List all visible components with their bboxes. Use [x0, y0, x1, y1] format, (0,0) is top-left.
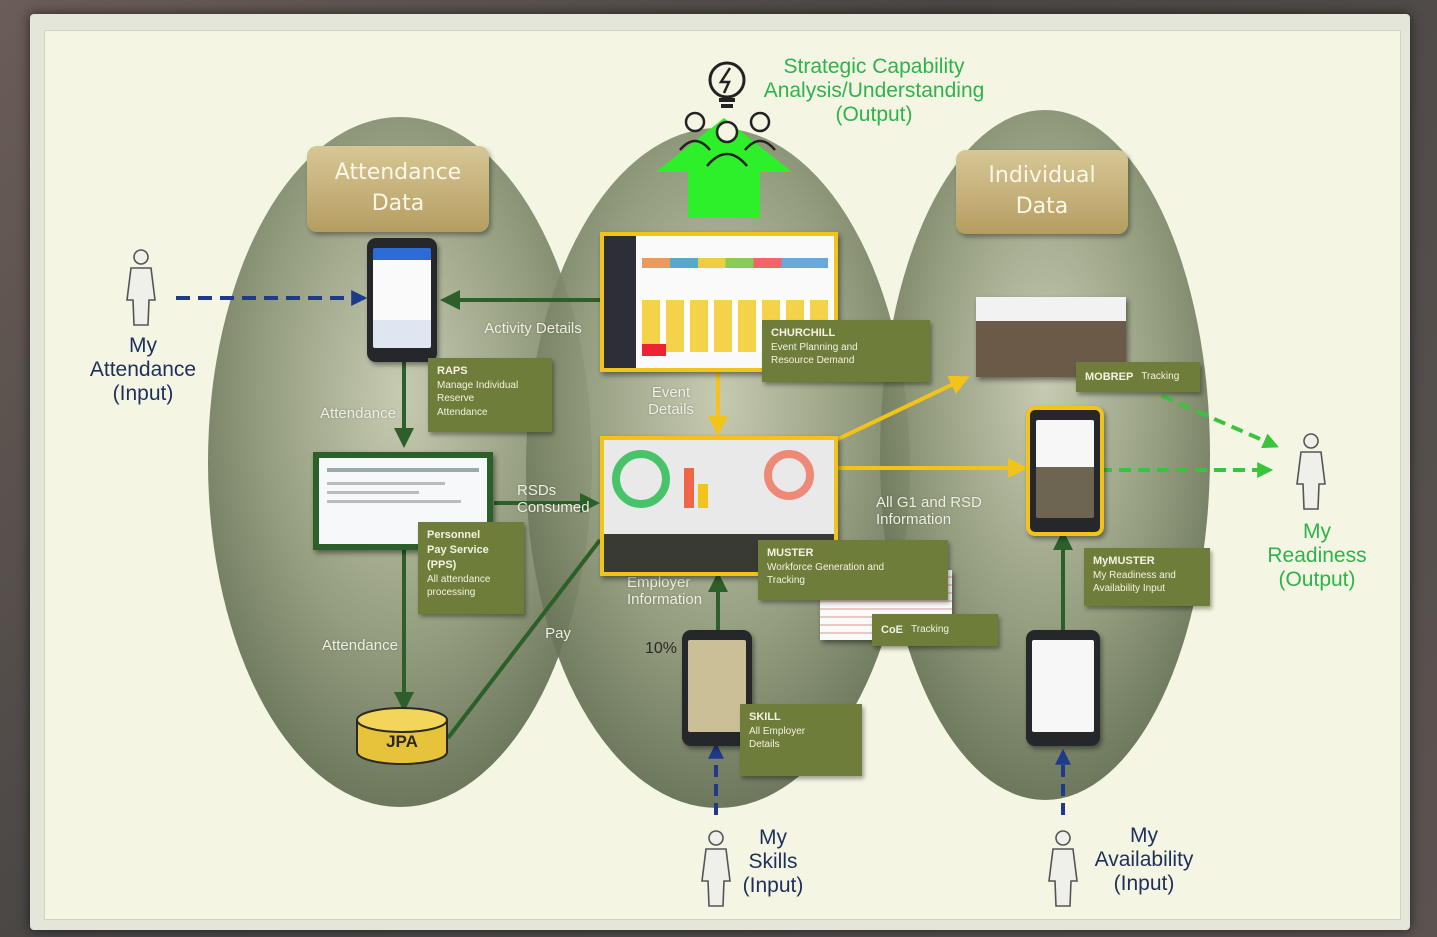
skill-line: Details [749, 739, 780, 751]
muster-to-mobrep-arrow [835, 375, 970, 442]
muster-screenshot [600, 436, 838, 576]
raps-title: RAPS [437, 365, 468, 377]
individual-data-label: Individual Data [988, 163, 1096, 219]
churchill-timeline [642, 258, 828, 268]
pps-screen-line [327, 482, 445, 485]
muster-donut-chart-2 [764, 450, 814, 500]
muster-line: Workforce Generation and [767, 561, 885, 573]
pps-line: processing [427, 587, 476, 599]
person-icon-readiness [1296, 433, 1326, 510]
coe-line: Tracking [911, 624, 949, 636]
jpa-database-icon [356, 707, 448, 765]
muster-bar [684, 468, 694, 508]
my-skills-label: My Skills (Input) [742, 826, 804, 898]
my-attendance-label: My Attendance (Input) [89, 334, 197, 406]
pay-line [446, 538, 602, 740]
muster-donut-chart [612, 450, 670, 508]
individual-data-header: Individual Data [956, 150, 1128, 234]
pps-screen-line [327, 500, 462, 503]
pps-title: Personnel Pay Service (PPS) [427, 529, 489, 571]
all-g1-rsd-label: All G1 and RSD Information [876, 494, 982, 529]
jpa-label: JPA [386, 732, 418, 751]
attendance-data-header: Attendance Data [307, 146, 489, 232]
raps-line: Reserve [437, 393, 475, 405]
availability-phone-screenshot [1026, 630, 1100, 746]
rsds-consumed-label: RSDs Consumed [517, 482, 590, 517]
raps-system-box: RAPS Manage Individual Reserve Attendanc… [428, 358, 552, 432]
mymuster-line: Availability Input [1093, 583, 1166, 595]
churchill-title: CHURCHILL [771, 327, 836, 339]
availability-phone-screen [1032, 640, 1094, 732]
person-icon-skills [701, 830, 731, 907]
churchill-system-box: CHURCHILL Event Planning and Resource De… [762, 320, 930, 382]
churchill-line: Resource Demand [771, 355, 855, 367]
pps-screenshot [313, 452, 493, 550]
mobrep-to-readiness-arrow [1161, 394, 1279, 449]
skill-title: SKILL [749, 711, 781, 723]
skill-line: All Employer [749, 725, 806, 737]
employer-information-label: Employer Information [627, 574, 703, 609]
muster-line: Tracking [767, 575, 805, 587]
coe-title: CoE [881, 623, 903, 636]
muster-system-box: MUSTER Workforce Generation and Tracking [758, 540, 948, 600]
mobrep-system-box: MOBREP Tracking [1076, 362, 1200, 392]
mobrep-line: Tracking [1141, 371, 1180, 383]
mymuster-phone-screenshot [1026, 406, 1104, 536]
event-details-label: Event Details [648, 384, 694, 419]
attendance-flow-label-2: Attendance [322, 637, 398, 654]
raps-line: Manage Individual [437, 379, 519, 391]
mymuster-title: MyMUSTER [1093, 555, 1155, 567]
mobrep-title: MOBREP [1085, 370, 1134, 383]
my-availability-label: My Availability (Input) [1094, 824, 1194, 896]
coe-system-box: CoE Tracking [872, 614, 998, 646]
churchill-line: Event Planning and [771, 341, 858, 353]
churchill-red-block [642, 344, 666, 356]
muster-bar [698, 484, 708, 508]
mymuster-phone-screen [1036, 420, 1094, 518]
attendance-data-label: Attendance Data [334, 160, 462, 216]
pps-screen-line [327, 468, 479, 472]
pps-system-box: Personnel Pay Service (PPS) All attendan… [418, 522, 524, 614]
attendance-flow-label-1: Attendance [320, 405, 396, 422]
mymuster-system-box: MyMUSTER My Readiness and Availability I… [1084, 548, 1210, 606]
churchill-sidebar [604, 236, 636, 368]
muster-title: MUSTER [767, 547, 814, 559]
pps-screen-line [327, 491, 420, 494]
strategic-output-icon [656, 61, 792, 218]
person-icon-attendance [126, 249, 156, 326]
raps-line: Attendance [437, 406, 488, 418]
skill-system-box: SKILL All Employer Details [740, 704, 862, 776]
person-icon-availability [1048, 830, 1078, 907]
raps-phone-screen [373, 248, 431, 348]
pps-line: All attendance [427, 573, 491, 585]
activity-details-label: Activity Details [484, 320, 582, 337]
raps-phone-screenshot [367, 238, 437, 362]
mymuster-line: My Readiness and [1093, 569, 1176, 581]
strategic-output-title: Strategic Capability Analysis/Understand… [763, 55, 985, 127]
pay-label: Pay [545, 625, 571, 642]
my-readiness-label: My Readiness (Output) [1267, 520, 1367, 592]
skill-phone-screen [688, 640, 746, 732]
percent-label: 10% [644, 640, 678, 657]
